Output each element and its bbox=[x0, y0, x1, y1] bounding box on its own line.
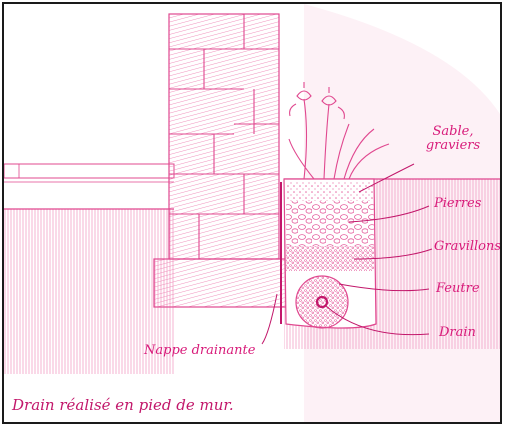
foundation bbox=[154, 259, 289, 307]
stone-wall bbox=[169, 14, 279, 259]
label-feutre-text: Feutre bbox=[436, 281, 480, 296]
label-sable-graviers: Sable, graviers bbox=[418, 125, 488, 153]
label-drain: Drain bbox=[439, 326, 476, 340]
figure-caption: Drain réalisé en pied de mur. bbox=[12, 396, 234, 414]
label-drain-text: Drain bbox=[439, 325, 476, 340]
label-gravillons: Gravillons bbox=[434, 240, 501, 254]
label-nappe-drainante-text: Nappe drainante bbox=[144, 343, 255, 358]
label-feutre: Feutre bbox=[436, 282, 480, 296]
wall-drain-illustration bbox=[4, 4, 500, 422]
drain-trench bbox=[284, 179, 376, 328]
label-pierres: Pierres bbox=[434, 197, 481, 211]
illustration-frame: Sable, graviers Pierres Gravillons Feutr… bbox=[2, 2, 502, 424]
label-nappe-drainante: Nappe drainante bbox=[144, 344, 255, 358]
terrace bbox=[4, 164, 174, 178]
label-sable-graviers-text: Sable, graviers bbox=[426, 124, 480, 153]
label-gravillons-text: Gravillons bbox=[434, 239, 501, 254]
label-pierres-text: Pierres bbox=[434, 196, 481, 211]
